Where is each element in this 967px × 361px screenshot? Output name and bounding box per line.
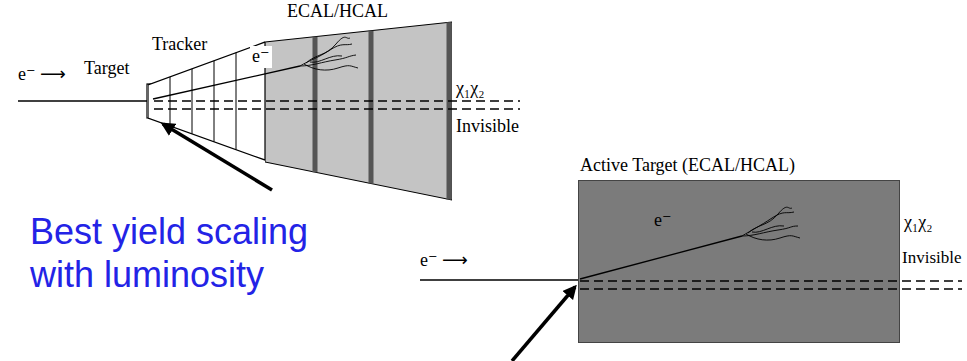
trapezoid-fill	[148, 42, 265, 160]
beam-label: e⁻ ⟶	[420, 250, 468, 272]
trapezoid-fill	[265, 22, 452, 200]
invisible-label: Invisible	[456, 116, 519, 138]
beam-label: e⁻ ⟶	[18, 64, 66, 86]
box-fill	[579, 181, 900, 343]
region-heading: ECAL/HCAL	[287, 1, 388, 23]
beam-line	[420, 279, 578, 281]
particle-label: e⁻	[250, 46, 272, 68]
detector-plate	[192, 69, 193, 134]
invisible-label: Invisible	[902, 248, 962, 268]
detector-plate	[313, 37, 318, 173]
particle-label: χ₁χ₂	[904, 212, 933, 234]
calorimeter-region-outline	[265, 0, 452, 202]
detector-plate	[214, 61, 215, 142]
detector-plate	[170, 77, 171, 126]
beam-line	[18, 100, 149, 102]
detector-plate	[369, 31, 374, 184]
part-label: Target	[84, 58, 129, 80]
tracker-region-outline	[148, 40, 265, 162]
particle-label: χ₁χ₂	[456, 78, 485, 100]
region-heading: Tracker	[152, 34, 207, 56]
calorimeter-region: ECAL/HCAL	[265, 0, 452, 202]
pointer-arrow	[512, 287, 575, 361]
active-target-box-outline	[578, 180, 900, 343]
detector-plate	[447, 22, 452, 199]
slogan-text: Best yield scaling with luminosity	[30, 210, 370, 296]
particle-label: e⁻	[654, 210, 672, 232]
detector-plate	[236, 53, 237, 150]
tracker-region: Tracker	[148, 40, 265, 162]
region-heading: Active Target (ECAL/HCAL)	[580, 155, 795, 177]
active-target-box: Active Target (ECAL/HCAL)	[578, 180, 900, 343]
